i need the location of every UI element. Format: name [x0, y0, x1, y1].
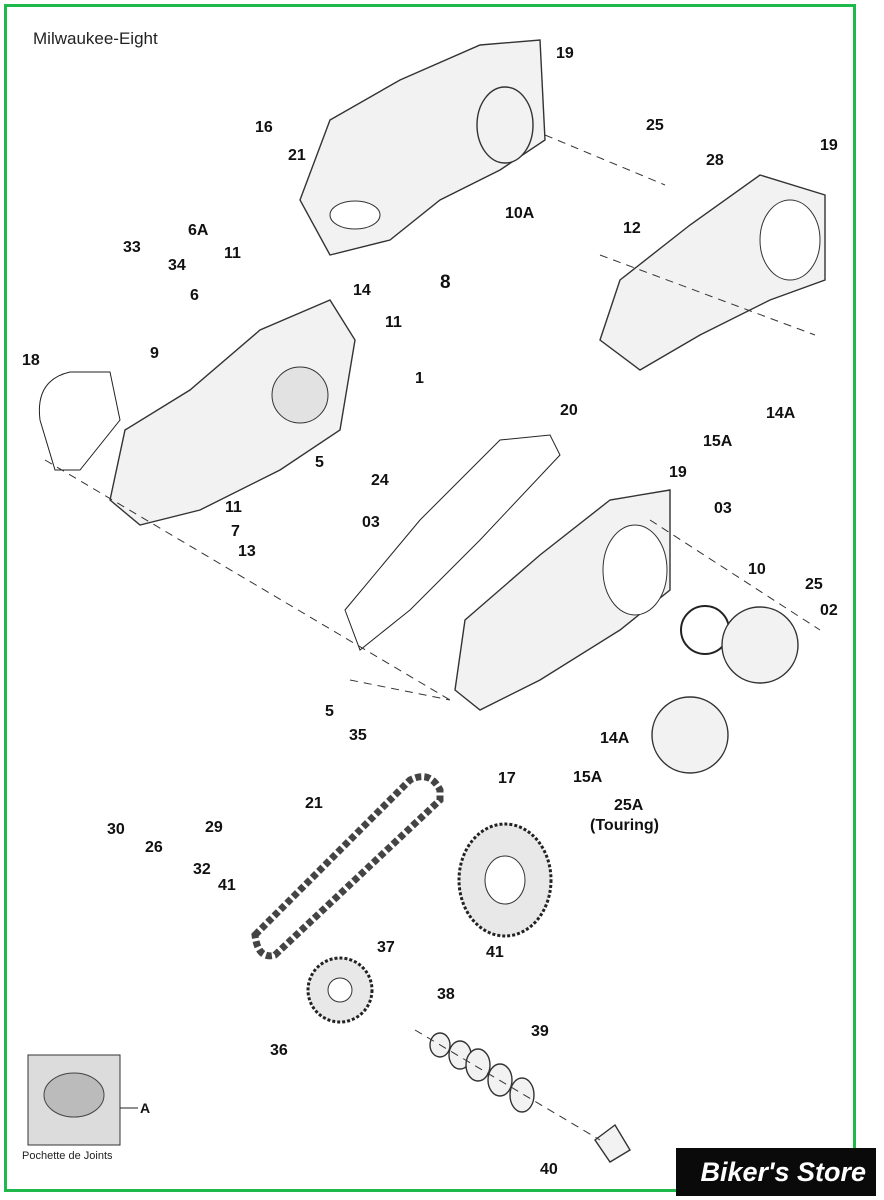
- brand-logo: Biker's Store: [676, 1148, 876, 1196]
- label-6a: 6A: [188, 222, 209, 239]
- label-14: 14: [353, 282, 371, 299]
- gasket-20: [344, 434, 561, 651]
- label-15a1: 15A: [703, 433, 733, 450]
- label-14a2: 14A: [600, 730, 630, 747]
- inner-primary-housing: [109, 299, 356, 526]
- label-30: 30: [107, 821, 125, 838]
- label-12: 12: [623, 220, 641, 237]
- label-34: 34: [168, 257, 186, 274]
- label-10: 10: [748, 561, 766, 578]
- kit-label: A: [140, 1100, 151, 1116]
- label-38: 38: [437, 986, 455, 1003]
- label-21b: 21: [305, 795, 323, 812]
- label-8: 8: [440, 272, 451, 293]
- compensator-sprocket: [306, 956, 374, 1024]
- label-41a: 41: [218, 877, 236, 894]
- label-21a: 21: [288, 147, 306, 164]
- gasket-kit-box: [27, 1054, 138, 1146]
- label-25A: 25A: [614, 797, 644, 814]
- label-28: 28: [706, 152, 724, 169]
- outer-cover-right: [599, 174, 826, 371]
- label-35: 35: [349, 727, 367, 744]
- label-24: 24: [371, 472, 389, 489]
- label-19c: 19: [669, 464, 687, 481]
- label-1: 1: [415, 370, 424, 387]
- label-10a: 10A: [505, 205, 535, 222]
- washers-39: [429, 1032, 535, 1113]
- label-37: 37: [377, 939, 395, 956]
- label-41b: 41: [486, 944, 504, 961]
- label-18: 18: [22, 352, 40, 369]
- label-36: 36: [270, 1042, 288, 1059]
- label-29: 29: [205, 819, 223, 836]
- outer-cover-bottom: [454, 489, 799, 774]
- clutch-basket: [457, 822, 553, 938]
- label-11b: 11: [385, 314, 402, 331]
- label-33: 33: [123, 239, 141, 256]
- label-25a: 25: [646, 117, 664, 134]
- diagram-title: Milwaukee-Eight: [33, 29, 158, 48]
- label-15a2: 15A: [573, 769, 603, 786]
- gasket-18: [38, 371, 121, 471]
- label-11a: 11: [224, 245, 241, 262]
- label-17: 17: [498, 770, 516, 787]
- label-03a: 03: [714, 500, 732, 517]
- label-5a: 5: [315, 454, 324, 471]
- label-14a1: 14A: [766, 405, 796, 422]
- label-19a: 19: [556, 45, 574, 62]
- part-labels: 19 25 16 21 28 19 10A 6A 12 33 11 34 8 1…: [22, 45, 838, 1178]
- label-02: 02: [820, 602, 838, 619]
- label-9: 9: [150, 345, 159, 362]
- primary-chain: [251, 773, 444, 960]
- label-03b: 03: [362, 514, 380, 531]
- label-13: 13: [238, 543, 256, 560]
- label-16: 16: [255, 119, 273, 136]
- outer-cover-top: [299, 39, 546, 256]
- label-40: 40: [540, 1161, 558, 1178]
- label-26: 26: [145, 839, 163, 856]
- label-25b: 25: [805, 576, 823, 593]
- label-11c: 11: [225, 499, 242, 516]
- label-39: 39: [531, 1023, 549, 1040]
- label-7: 7: [231, 523, 240, 540]
- label-5b: 5: [325, 703, 334, 720]
- label-32: 32: [193, 861, 211, 878]
- label-25A-touring: (Touring): [590, 817, 659, 834]
- kit-caption: Pochette de Joints: [22, 1150, 113, 1162]
- label-6: 6: [190, 287, 199, 304]
- label-20: 20: [560, 402, 578, 419]
- label-19b: 19: [820, 137, 838, 154]
- hub-40: [594, 1123, 631, 1163]
